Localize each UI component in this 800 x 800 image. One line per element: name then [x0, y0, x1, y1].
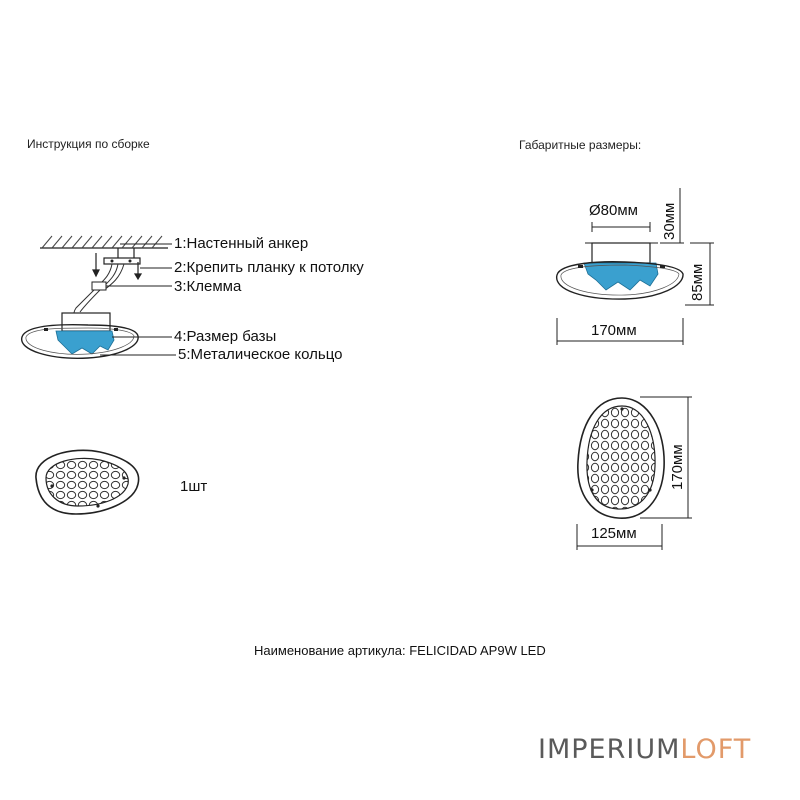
dim-label-170-side: 170мм: [591, 322, 637, 339]
dimensions-side-view: [556, 188, 714, 345]
assembly-heading: Инструкция по сборке: [27, 137, 150, 151]
ceiling-hatch: [41, 235, 163, 249]
assembly-top-view: [35, 449, 140, 515]
quantity-label: 1шт: [180, 478, 208, 495]
article-name: Наименование артикула: FELICIDAD AP9W LE…: [254, 643, 546, 658]
dim-label-diameter: Ø80мм: [589, 202, 638, 219]
callout-wall-anchor: 1:Настенный анкер: [174, 235, 309, 252]
mounting-bar: [103, 257, 141, 265]
dim-label-125: 125мм: [591, 525, 637, 542]
callout-metal-ring: 5:Металическое кольцо: [178, 346, 343, 363]
assembly-side-view: [21, 235, 176, 359]
dim-label-30: 30мм: [661, 202, 678, 240]
dim-metal-ring: [556, 261, 684, 300]
metal-ring-side: [21, 324, 139, 359]
leader-lines: [100, 243, 176, 356]
dimensions-top-view: [576, 396, 692, 550]
brand-logo-part1: IMPERIUM: [538, 734, 681, 765]
anchor-icon: [92, 248, 143, 281]
dim-crystal-cluster: [583, 262, 659, 291]
dimensions-heading: Габаритные размеры:: [519, 138, 642, 152]
terminal-block: [91, 281, 107, 291]
dim-label-85: 85мм: [689, 263, 706, 301]
callout-base-size: 4:Размер базы: [174, 328, 277, 345]
brand-logo: IMPERIUMLOFT: [538, 734, 751, 765]
callout-terminal: 3:Клемма: [174, 278, 242, 295]
callout-mount-bar: 2:Крепить планку к потолку: [174, 259, 364, 276]
dim-label-170-top: 170мм: [669, 444, 686, 490]
brand-logo-part2: LOFT: [680, 734, 752, 765]
crystal-cluster: [55, 330, 115, 355]
dim-base-block: [591, 242, 651, 264]
